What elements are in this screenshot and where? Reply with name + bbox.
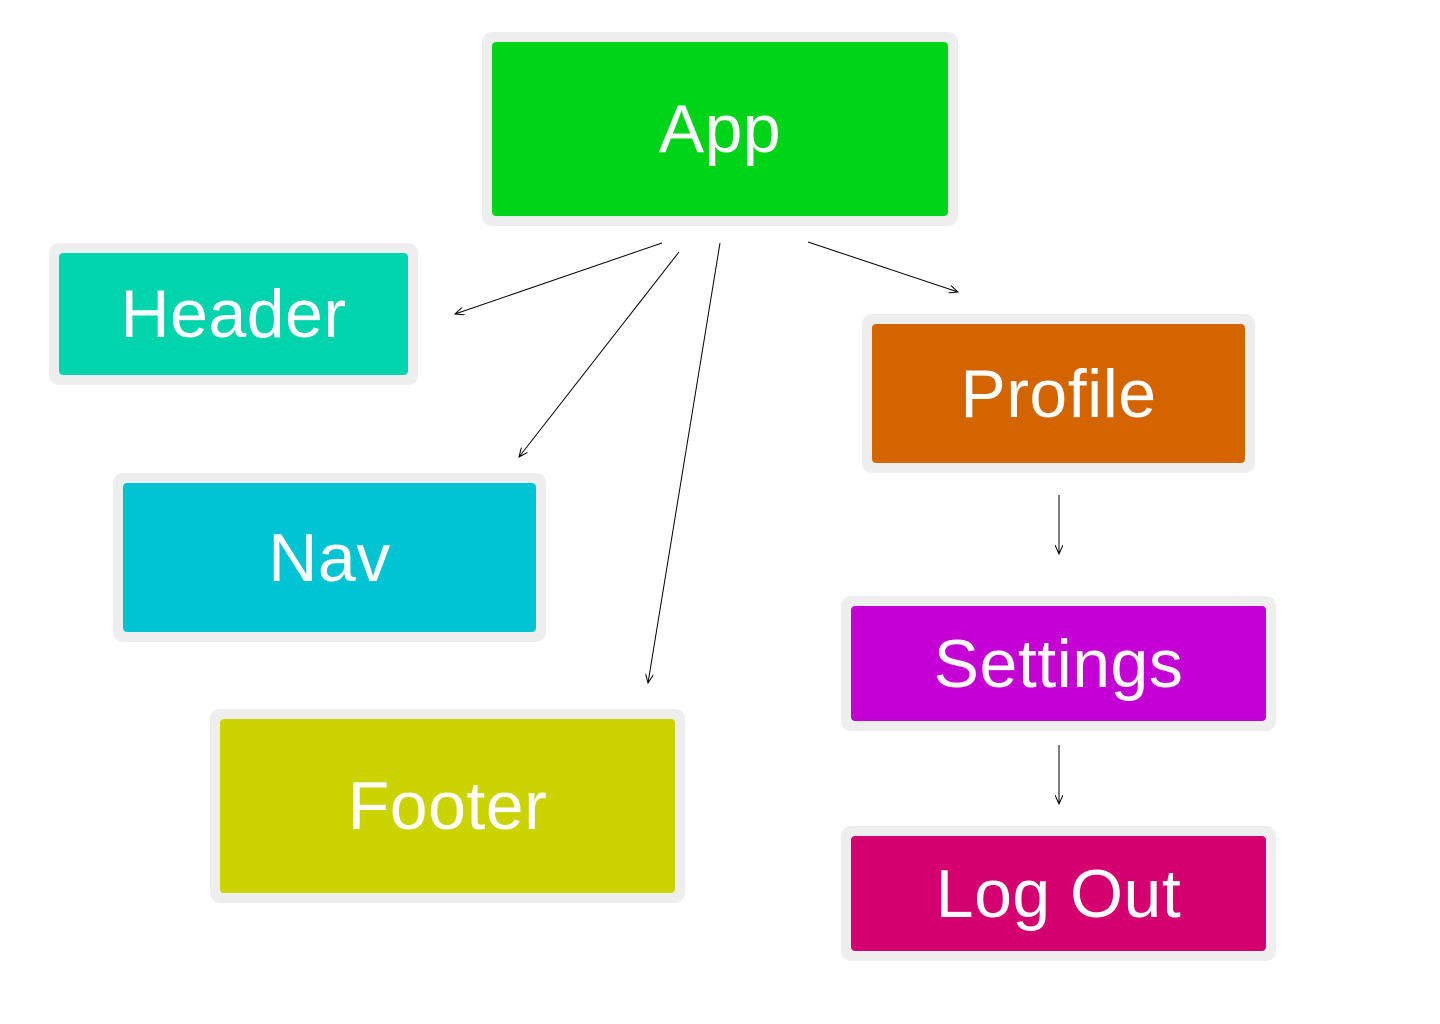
edge-app-profile <box>807 241 958 292</box>
node-nav[interactable]: Nav <box>123 483 536 632</box>
node-settings-frame: Settings <box>841 596 1276 731</box>
node-header-label: Header <box>120 276 347 352</box>
node-footer[interactable]: Footer <box>220 719 675 893</box>
node-app-label: App <box>658 91 782 167</box>
node-app[interactable]: App <box>492 42 948 216</box>
node-app-frame: App <box>482 32 958 226</box>
node-footer-frame: Footer <box>210 709 685 903</box>
edge-app-header <box>455 242 663 314</box>
edge-app-footer <box>648 242 721 683</box>
node-profile-frame: Profile <box>862 314 1255 473</box>
node-logout-label: Log Out <box>935 855 1182 932</box>
node-header[interactable]: Header <box>59 253 408 375</box>
node-logout[interactable]: Log Out <box>851 836 1266 951</box>
node-header-frame: Header <box>49 243 418 385</box>
node-profile-label: Profile <box>960 355 1157 432</box>
node-nav-frame: Nav <box>113 473 546 642</box>
node-profile[interactable]: Profile <box>872 324 1245 463</box>
node-settings-label: Settings <box>933 625 1184 702</box>
node-nav-label: Nav <box>268 519 391 596</box>
node-footer-label: Footer <box>347 768 548 844</box>
node-logout-frame: Log Out <box>841 826 1276 961</box>
edge-app-nav <box>519 251 680 457</box>
node-settings[interactable]: Settings <box>851 606 1266 721</box>
